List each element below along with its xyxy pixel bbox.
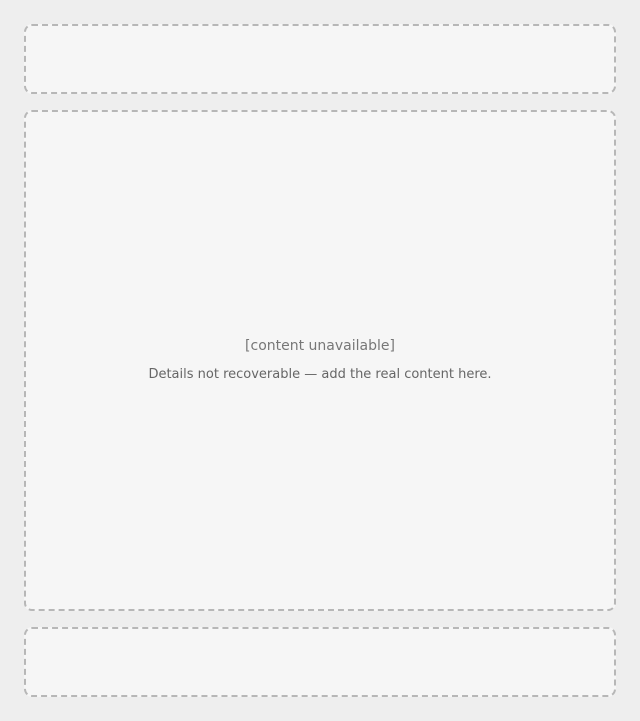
main-region-placeholder: [content unavailable] Details not recove… xyxy=(24,110,616,611)
bottom-region-placeholder xyxy=(24,627,616,697)
top-region-placeholder xyxy=(24,24,616,94)
placeholder-note: Details not recoverable — add the real c… xyxy=(148,367,492,383)
main-label: [content unavailable] xyxy=(245,337,395,354)
